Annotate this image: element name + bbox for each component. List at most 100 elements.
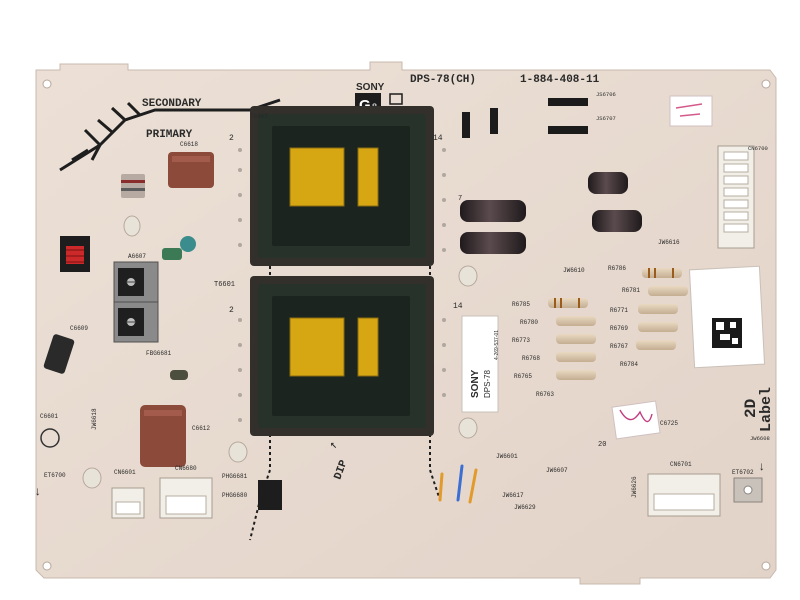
- ref-cn6680: CN6680: [175, 465, 197, 472]
- screw-head: [40, 428, 60, 448]
- ref-r6767: R6767: [610, 343, 628, 350]
- ceramic-resistor: [121, 174, 145, 198]
- ref-jw6618: JW6618: [91, 408, 98, 430]
- ref-c6612: C6612: [192, 425, 210, 432]
- marker-marks: [438, 464, 478, 504]
- ref-c6609: C6609: [70, 325, 88, 332]
- sticker-model: DPS-78: [483, 369, 492, 398]
- connector-cn6701: [647, 473, 721, 517]
- board-model: DPS-78(CH): [410, 74, 476, 86]
- transformer-t6602: [250, 106, 434, 266]
- ceramic-disc-cap: [180, 236, 196, 252]
- ref-phg6681: PHG6681: [222, 473, 248, 480]
- connector-cn6680: [159, 477, 213, 519]
- ref-t6602: T6602: [250, 113, 268, 120]
- mount-hole: [761, 561, 771, 571]
- ref-c6618: C6618: [180, 141, 198, 148]
- sticker-code: 4-269-537-01: [494, 330, 500, 360]
- diode-horizontal: [548, 98, 588, 134]
- ref-r6786: R6786: [608, 265, 626, 272]
- jw-label: 7: [458, 195, 462, 203]
- pin-label: 14: [453, 302, 463, 311]
- ref-jw6601: JW6601: [496, 453, 518, 460]
- ref-jw6626: JW6626: [631, 476, 638, 498]
- ref-jw6629: JW6629: [514, 504, 536, 511]
- ref-r6784: R6784: [620, 361, 638, 368]
- ref-et6700: ET6700: [44, 472, 66, 479]
- ref-r6765: R6765: [514, 373, 532, 380]
- mount-hole: [42, 561, 52, 571]
- ref-jw6608: JW6608: [750, 435, 770, 442]
- ref-r6771: R6771: [610, 307, 628, 314]
- mosfet-heatsink-lower: [113, 301, 159, 343]
- connector-cn6700: [717, 145, 755, 249]
- sticker-brand: SONY: [470, 369, 481, 398]
- electrolytic-cap-top: [458, 265, 478, 287]
- ref-r6785: R6785: [512, 301, 530, 308]
- pin-label: 2: [229, 134, 234, 143]
- ref-r6768: R6768: [522, 355, 540, 362]
- ground-arrow-icon: ↓: [34, 485, 41, 499]
- ref-fbg6681: FBG6681: [146, 350, 172, 357]
- ref-r6781: R6781: [622, 287, 640, 294]
- section-secondary-label: SECONDARY: [142, 98, 202, 110]
- part-number: 1-884-408-11: [520, 74, 600, 86]
- brand-label: SONY: [356, 82, 385, 93]
- ref-t6601: T6601: [214, 281, 235, 289]
- sticker-handwritten: [669, 95, 713, 127]
- label-word: Label: [758, 387, 775, 432]
- mount-hole: [761, 79, 771, 89]
- ref-cn6601: CN6601: [114, 469, 136, 476]
- barcode-label: [688, 265, 766, 369]
- isolation-boundary-line: [59, 98, 281, 172]
- electrolytic-cap-top: [228, 441, 248, 463]
- mount-hole: [42, 79, 52, 89]
- handwritten-tag: [611, 400, 661, 440]
- dip-arrow-icon: ↖: [330, 438, 337, 452]
- mosfet-heatsink-upper: [113, 261, 159, 303]
- ref-cn6700: CN6700: [748, 145, 768, 152]
- film-capacitor-c6618: [168, 152, 214, 188]
- common-mode-choke: [60, 236, 90, 272]
- section-primary-label: PRIMARY: [146, 129, 193, 141]
- ref-a6607: A6607: [128, 253, 146, 260]
- ground-terminal-et6702: [733, 477, 763, 503]
- ref-jw6616: JW6616: [658, 239, 680, 246]
- ref-num20: 20: [598, 441, 606, 449]
- ref-jw6617: JW6617: [502, 492, 524, 499]
- label-2d: 2D: [742, 399, 760, 418]
- ground-arrow-icon: ↓: [758, 460, 765, 474]
- grade-badge: G: [359, 97, 371, 114]
- ref-c6725: C6725: [660, 420, 678, 427]
- ref-r6780: R6780: [520, 319, 538, 326]
- crystal: [170, 370, 188, 380]
- ref-js6706: JS6706: [596, 91, 616, 98]
- optocoupler: [258, 480, 282, 510]
- connector-cn6601: [111, 487, 145, 519]
- small-film-cap: [162, 248, 182, 260]
- electrolytic-cap-top: [123, 215, 141, 237]
- ref-r6763: R6763: [536, 391, 554, 398]
- ref-jw6607: JW6607: [546, 467, 568, 474]
- ref-phg6680: PHG6680: [222, 492, 248, 499]
- electrolytic-cap-top: [458, 417, 478, 439]
- sticker-2d: 2D Label: [742, 387, 775, 432]
- ref-et6702: ET6702: [732, 469, 754, 476]
- electrolytic-cap-top: [82, 467, 102, 489]
- electrolytic-capacitor: [460, 172, 642, 254]
- transformer-t6601: [250, 276, 434, 436]
- ref-r6769: R6769: [610, 325, 628, 332]
- ref-c6601: C6601: [40, 413, 58, 420]
- rating-sticker: [461, 315, 499, 413]
- ref-js6707: JS6707: [596, 115, 616, 122]
- logo-mark-icon: [389, 93, 403, 105]
- ref-jw6610: JW6610: [563, 267, 585, 274]
- film-capacitor-large: [140, 405, 186, 467]
- ref-cn6701: CN6701: [670, 461, 692, 468]
- pin-label: 14: [433, 134, 443, 143]
- tantalum-cap-c6609: [43, 334, 75, 374]
- ref-r6773: R6773: [512, 337, 530, 344]
- diode-vertical: [462, 108, 498, 138]
- pin-label: 2: [229, 306, 234, 315]
